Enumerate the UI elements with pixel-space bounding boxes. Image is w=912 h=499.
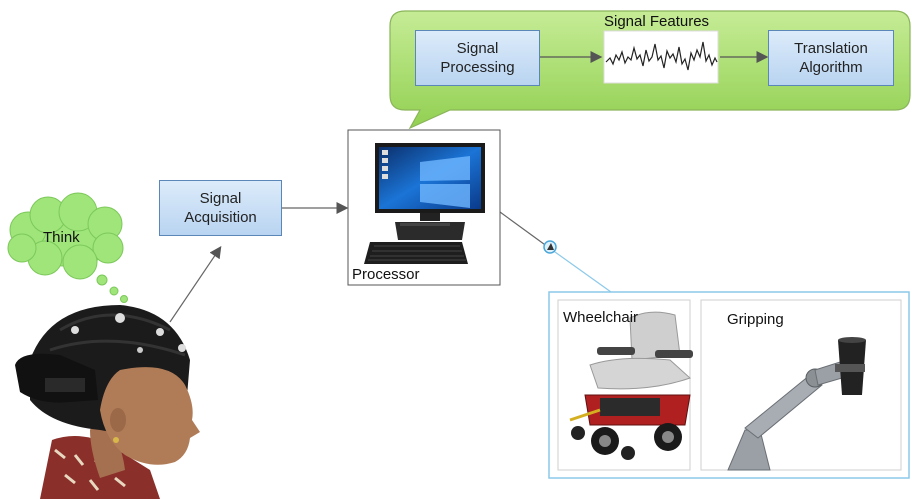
think-label: Think [43, 229, 80, 246]
connector-processor-to-devices [499, 211, 549, 248]
person-eeg-cap [15, 305, 200, 499]
signal-processing-box: Signal Processing [415, 30, 540, 86]
translation-algorithm-label: Translation Algorithm [794, 40, 868, 76]
thought-cloud [7, 192, 124, 280]
signal-acquisition-label: Signal Acquisition [184, 190, 257, 226]
connector-handle-icon [543, 240, 557, 254]
processor-label: Processor [352, 266, 420, 283]
wheelchair-label: Wheelchair [563, 309, 639, 326]
signal-processing-label: Signal Processing [440, 40, 515, 76]
thought-dots [96, 274, 128, 303]
translation-algorithm-box: Translation Algorithm [768, 30, 894, 86]
arrow-head-to-acquisition [169, 246, 222, 323]
gripping-label: Gripping [727, 311, 784, 328]
connector-highlight [547, 246, 612, 293]
signal-waveform [603, 30, 719, 84]
wheelchair-icon [569, 311, 693, 460]
computer-icon [364, 143, 485, 264]
signal-acquisition-box: Signal Acquisition [159, 180, 282, 236]
robotic-arm-icon [727, 337, 866, 471]
signal-features-label: Signal Features [604, 13, 710, 30]
